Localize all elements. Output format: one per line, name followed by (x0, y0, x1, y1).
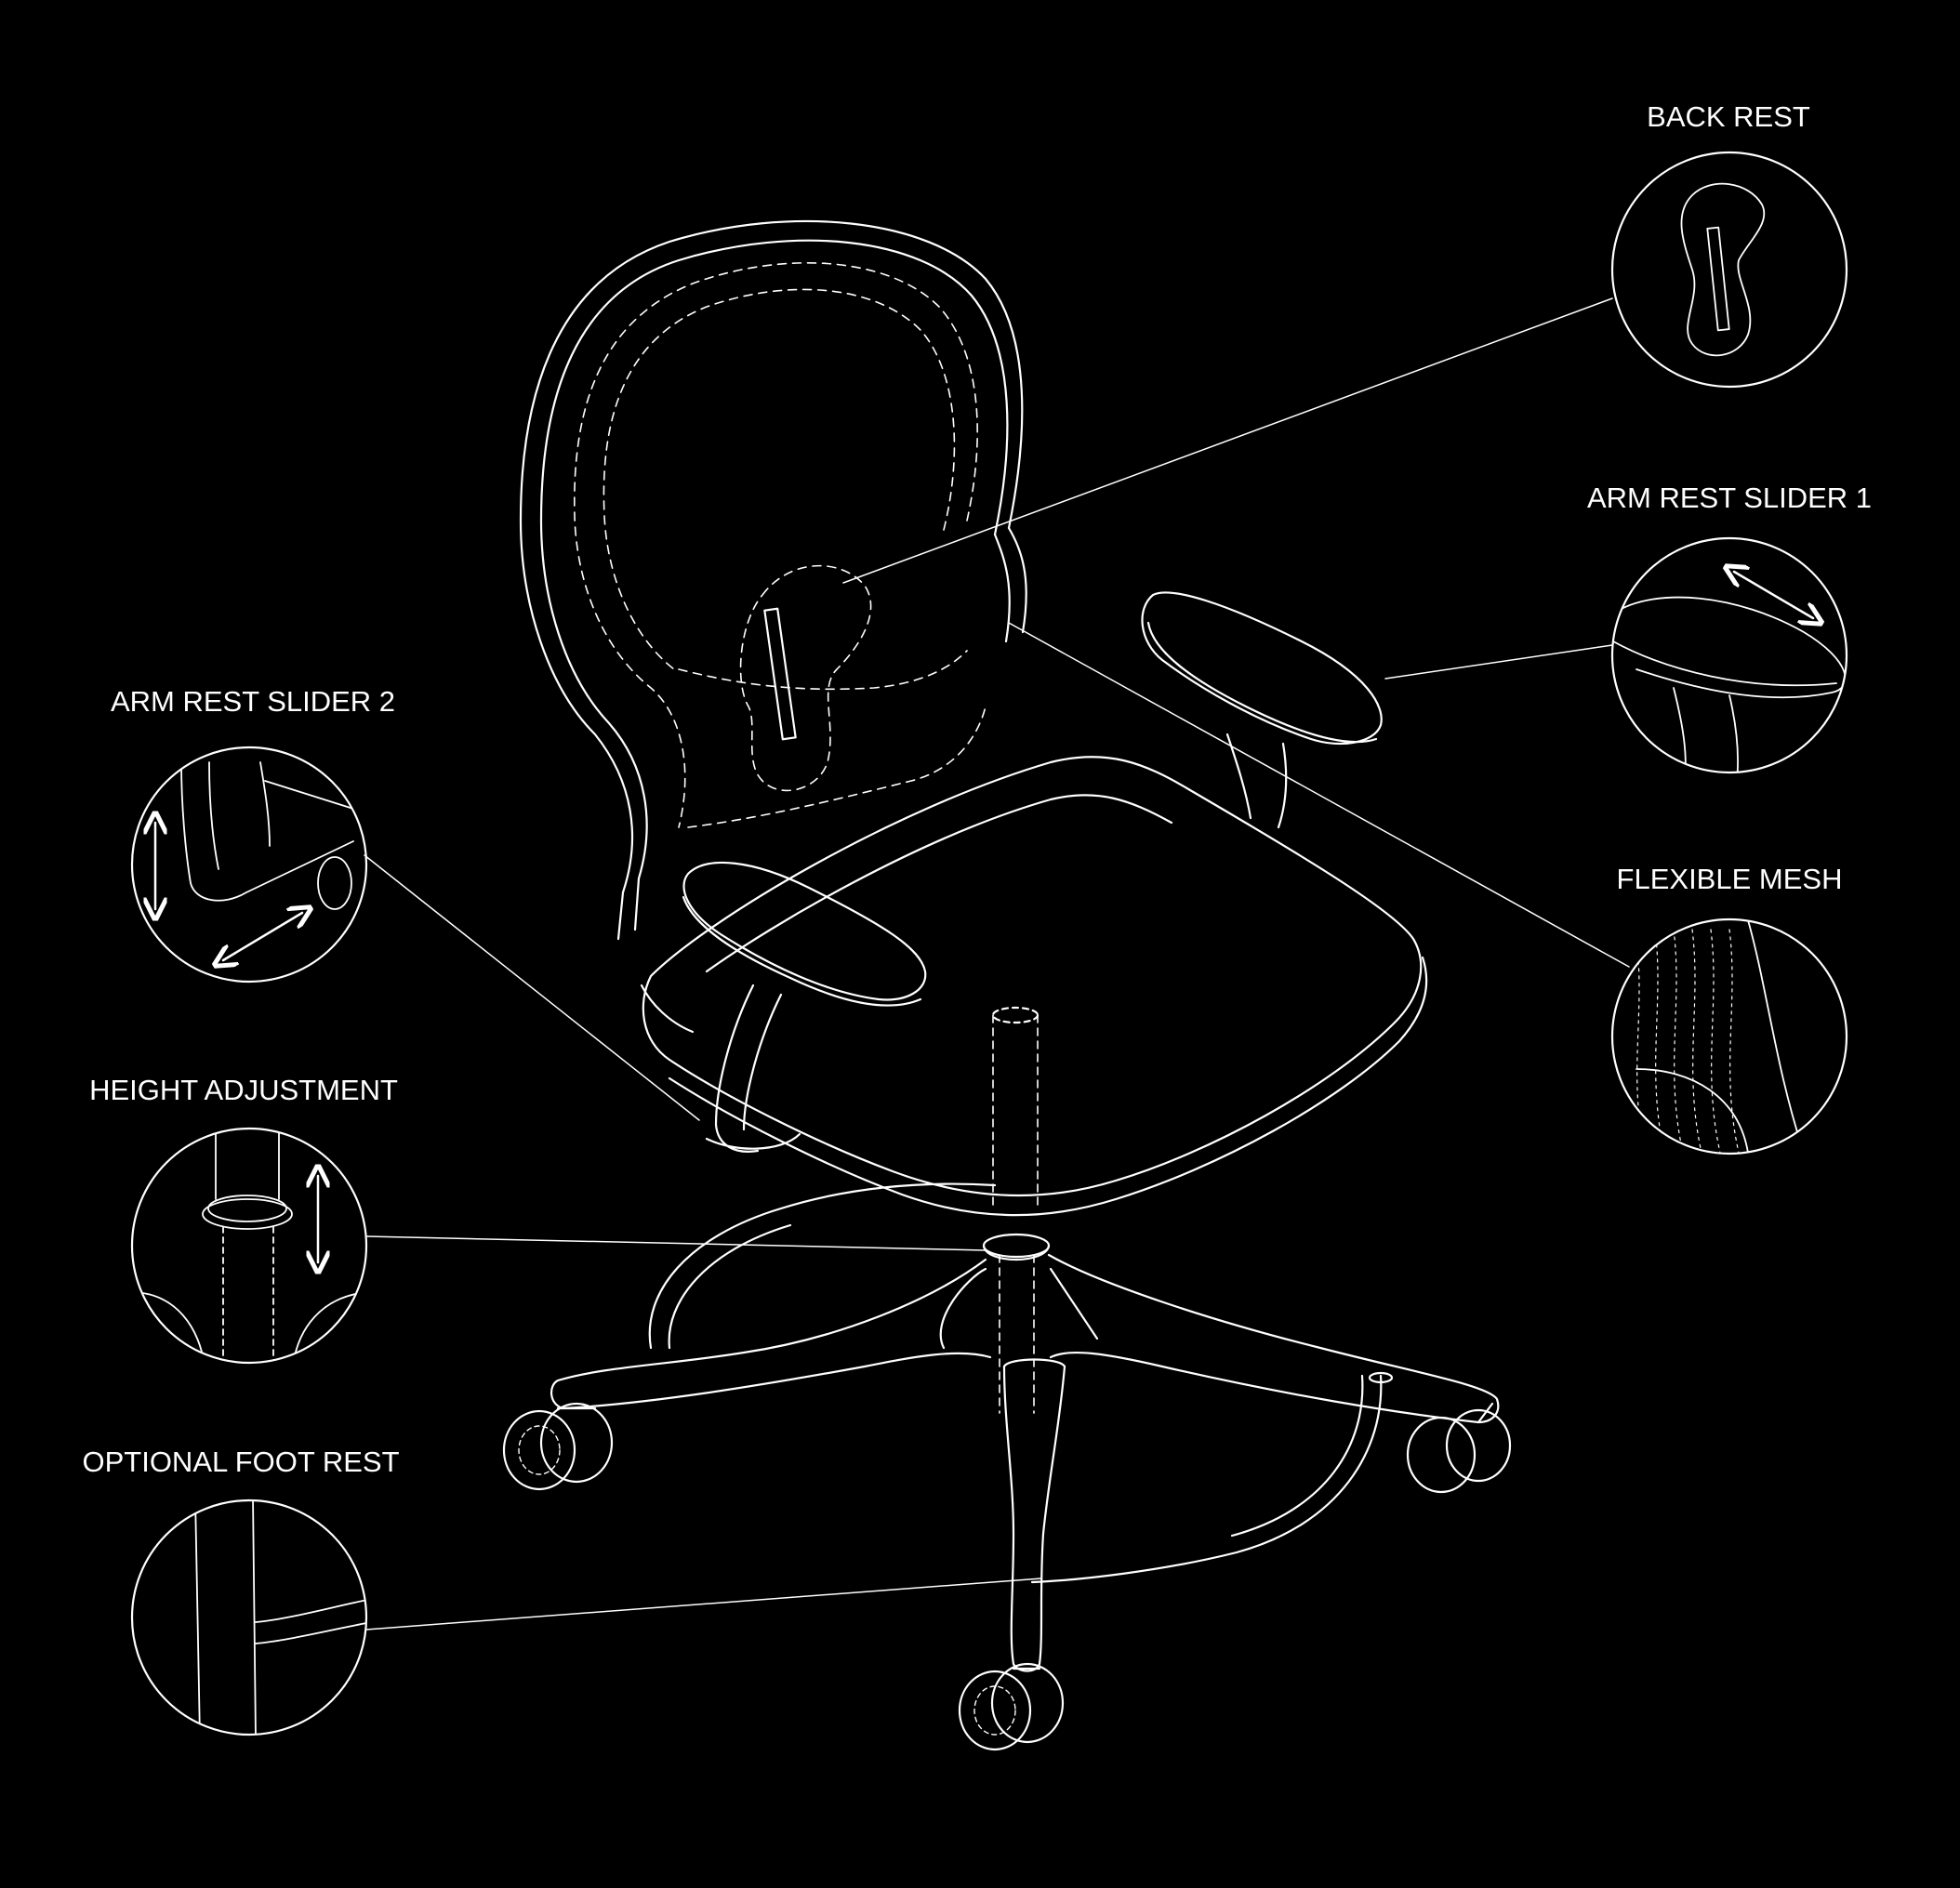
leader-arm-rest-slider-2 (364, 854, 700, 1121)
label-arm-rest-slider-1: ARM REST SLIDER 1 (1586, 482, 1873, 514)
leader-back-rest (842, 297, 1613, 584)
detail-back-rest (1610, 151, 1848, 389)
label-optional-foot-rest: OPTIONAL FOOT REST (82, 1446, 400, 1478)
seat-cushion (642, 756, 1428, 1217)
detail-arm-rest-slider-2 (130, 746, 368, 984)
backrest-mesh-dashed (574, 262, 987, 828)
leader-optional-foot-rest (365, 1578, 1042, 1631)
detail-height-adjustment (130, 1127, 368, 1365)
label-height-adjustment: HEIGHT ADJUSTMENT (89, 1074, 398, 1106)
right-armrest (1141, 591, 1383, 829)
lumbar-slot (763, 607, 797, 741)
caster-front (958, 1662, 1065, 1751)
detail-flexible-mesh (1610, 918, 1848, 1155)
leader-height-adjustment (365, 1235, 987, 1251)
foot-ring (648, 1182, 1394, 1584)
detail-optional-foot-rest (130, 1499, 368, 1736)
label-back-rest: BACK REST (1647, 100, 1810, 133)
left-armrest (640, 861, 927, 1153)
label-arm-rest-slider-2: ARM REST SLIDER 2 (110, 685, 396, 718)
base-star (550, 1253, 1500, 1672)
caster-right (1406, 1402, 1512, 1494)
gas-cylinder (982, 1006, 1051, 1414)
backrest-shell (519, 219, 1027, 941)
caster-left (502, 1402, 614, 1491)
leader-arm-rest-slider-1 (1384, 644, 1613, 680)
label-flexible-mesh: FLEXIBLE MESH (1616, 863, 1843, 895)
leader-flexible-mesh (1008, 622, 1630, 968)
leader-lines (364, 297, 1630, 1631)
detail-arm-rest-slider-1 (1610, 536, 1848, 774)
